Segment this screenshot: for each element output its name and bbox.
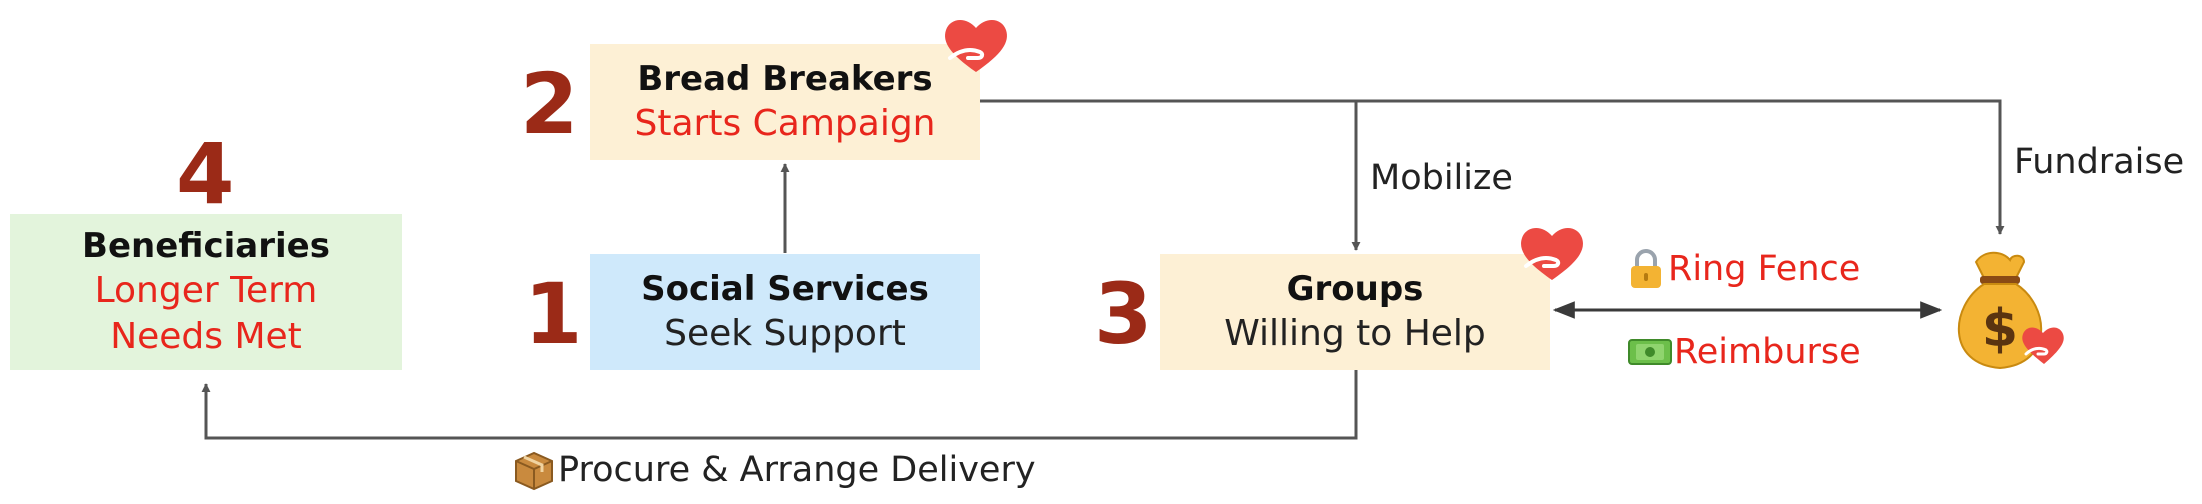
line-bread-trunk bbox=[980, 99, 2005, 235]
bread-breakers-title: Bread Breakers bbox=[637, 59, 933, 99]
money-bag-icon: $ bbox=[1957, 251, 2064, 370]
fundraise-label: Fundraise bbox=[2014, 142, 2185, 182]
banknote-icon bbox=[1628, 339, 1672, 365]
social-services-box: Social Services Seek Support bbox=[590, 254, 980, 370]
procure-label: Procure & Arrange Delivery bbox=[558, 450, 1036, 490]
step-number-2: 2 bbox=[520, 55, 579, 153]
reimburse-edge: Reimburse bbox=[1628, 330, 1861, 374]
social-services-title: Social Services bbox=[641, 269, 929, 309]
ring-fence-edge: Ring Fence bbox=[1628, 247, 1860, 291]
beneficiaries-line1: Longer Term bbox=[94, 270, 318, 311]
package-icon bbox=[515, 451, 553, 491]
svg-text:$: $ bbox=[1982, 299, 2018, 359]
mobilize-label: Mobilize bbox=[1370, 158, 1513, 198]
step-number-1: 1 bbox=[524, 265, 583, 363]
beneficiaries-box: Beneficiaries Longer Term Needs Met bbox=[10, 214, 402, 370]
step-number-3: 3 bbox=[1094, 265, 1153, 363]
heart-hand-icon bbox=[945, 19, 1007, 72]
groups-box: Groups Willing to Help bbox=[1160, 254, 1550, 370]
groups-title: Groups bbox=[1286, 269, 1424, 309]
step-number-4: 4 bbox=[176, 125, 235, 223]
beneficiaries-title: Beneficiaries bbox=[82, 226, 330, 266]
procure-edge: Procure & Arrange Delivery bbox=[512, 448, 1036, 492]
bread-breakers-box: Bread Breakers Starts Campaign bbox=[590, 44, 980, 160]
groups-subtitle: Willing to Help bbox=[1224, 313, 1486, 354]
heart-hand-icon bbox=[1521, 227, 1583, 280]
arrow-procure-delivery bbox=[201, 370, 1358, 440]
social-services-subtitle: Seek Support bbox=[664, 313, 906, 354]
beneficiaries-line2: Needs Met bbox=[110, 316, 302, 357]
bread-breakers-subtitle: Starts Campaign bbox=[634, 103, 936, 144]
ring-fence-label: Ring Fence bbox=[1668, 249, 1861, 289]
lock-icon bbox=[1631, 249, 1661, 288]
reimburse-label: Reimburse bbox=[1674, 332, 1861, 372]
